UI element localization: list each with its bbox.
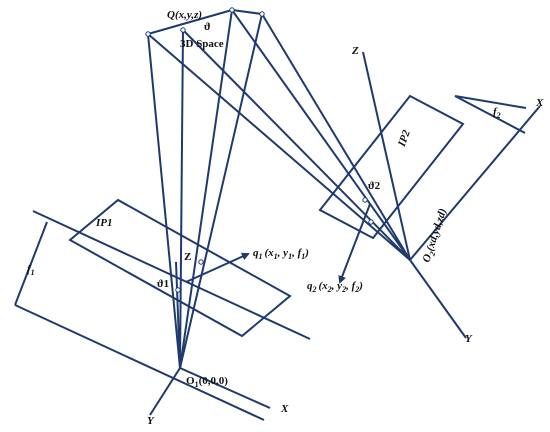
axis-z1-label: Z xyxy=(184,251,191,263)
labels: Q(x,y,z) ϑ 3D Space IP1 IP2 f1 f2 q1(x1,… xyxy=(27,9,544,427)
point-marker-2 xyxy=(180,27,186,33)
point-marker-4 xyxy=(259,11,265,17)
geometry-lines xyxy=(14,9,541,421)
sigma-top-label: ϑ xyxy=(204,21,211,33)
space-region-label: 3D Space xyxy=(180,38,224,50)
ray-to-o2-1 xyxy=(147,33,411,261)
focal-2-label: f2 xyxy=(493,106,501,120)
ray-to-o2-4 xyxy=(261,13,411,261)
axis-y2-label: Y xyxy=(465,333,473,345)
camera-1-axis-z xyxy=(175,261,181,369)
camera-2-axis-y xyxy=(409,259,467,339)
image-plane-2-rect xyxy=(318,94,465,240)
object-edge-1 xyxy=(147,9,233,35)
image-plane-2-label: IP2 xyxy=(396,128,413,149)
camera-1-axis-y xyxy=(149,367,181,416)
sigma-1-label: ϑ1 xyxy=(157,278,169,290)
axis-x2-label: X xyxy=(535,97,544,109)
point-marker-7 xyxy=(362,197,368,203)
point-marker-5 xyxy=(175,287,181,293)
camera-2-axis-z xyxy=(362,51,411,261)
sigma-2-label: ϑ2 xyxy=(368,180,381,192)
focal-1-label: f1 xyxy=(27,263,35,277)
image-plane-1-frame-bottom xyxy=(14,304,265,421)
point-marker-1 xyxy=(145,31,151,37)
axis-y1-label: Y xyxy=(147,415,155,427)
point-marker-8 xyxy=(368,219,374,225)
focal-1-bracket xyxy=(14,221,48,306)
q1-label: q1(x1, y1, f1) xyxy=(253,247,309,261)
ray-to-o1-4 xyxy=(179,13,263,369)
focal-2-bracket xyxy=(454,95,526,134)
origin-2-label: O2(xd,yd,zd) xyxy=(420,207,451,265)
ray-to-o2-3 xyxy=(231,9,411,261)
q1-arrow xyxy=(185,252,250,283)
image-plane-1-rect xyxy=(68,198,292,338)
q2-label: q2(x2, y2, f2) xyxy=(307,280,363,294)
space-point-label: Q(x,y,z) xyxy=(167,9,202,21)
axis-x1-label: X xyxy=(280,403,289,415)
q2-arrow xyxy=(338,203,371,284)
image-plane-1-label: IP1 xyxy=(95,217,113,229)
ray-to-o1-1 xyxy=(147,33,181,369)
point-markers xyxy=(145,7,374,293)
camera-1-axis-x xyxy=(179,367,271,409)
point-marker-3 xyxy=(229,7,235,13)
object-edge-2 xyxy=(231,9,263,15)
image-plane-2-frame xyxy=(454,95,527,109)
axis-z2-label: Z xyxy=(351,45,359,57)
camera-2-axis-x xyxy=(409,105,541,261)
ray-to-o1-3 xyxy=(179,9,233,369)
ray-to-o2-2 xyxy=(182,29,411,261)
point-marker-6 xyxy=(198,259,204,265)
origin-1-label: O1(0,0,0) xyxy=(186,375,228,389)
ray-to-o1-2 xyxy=(179,29,184,369)
